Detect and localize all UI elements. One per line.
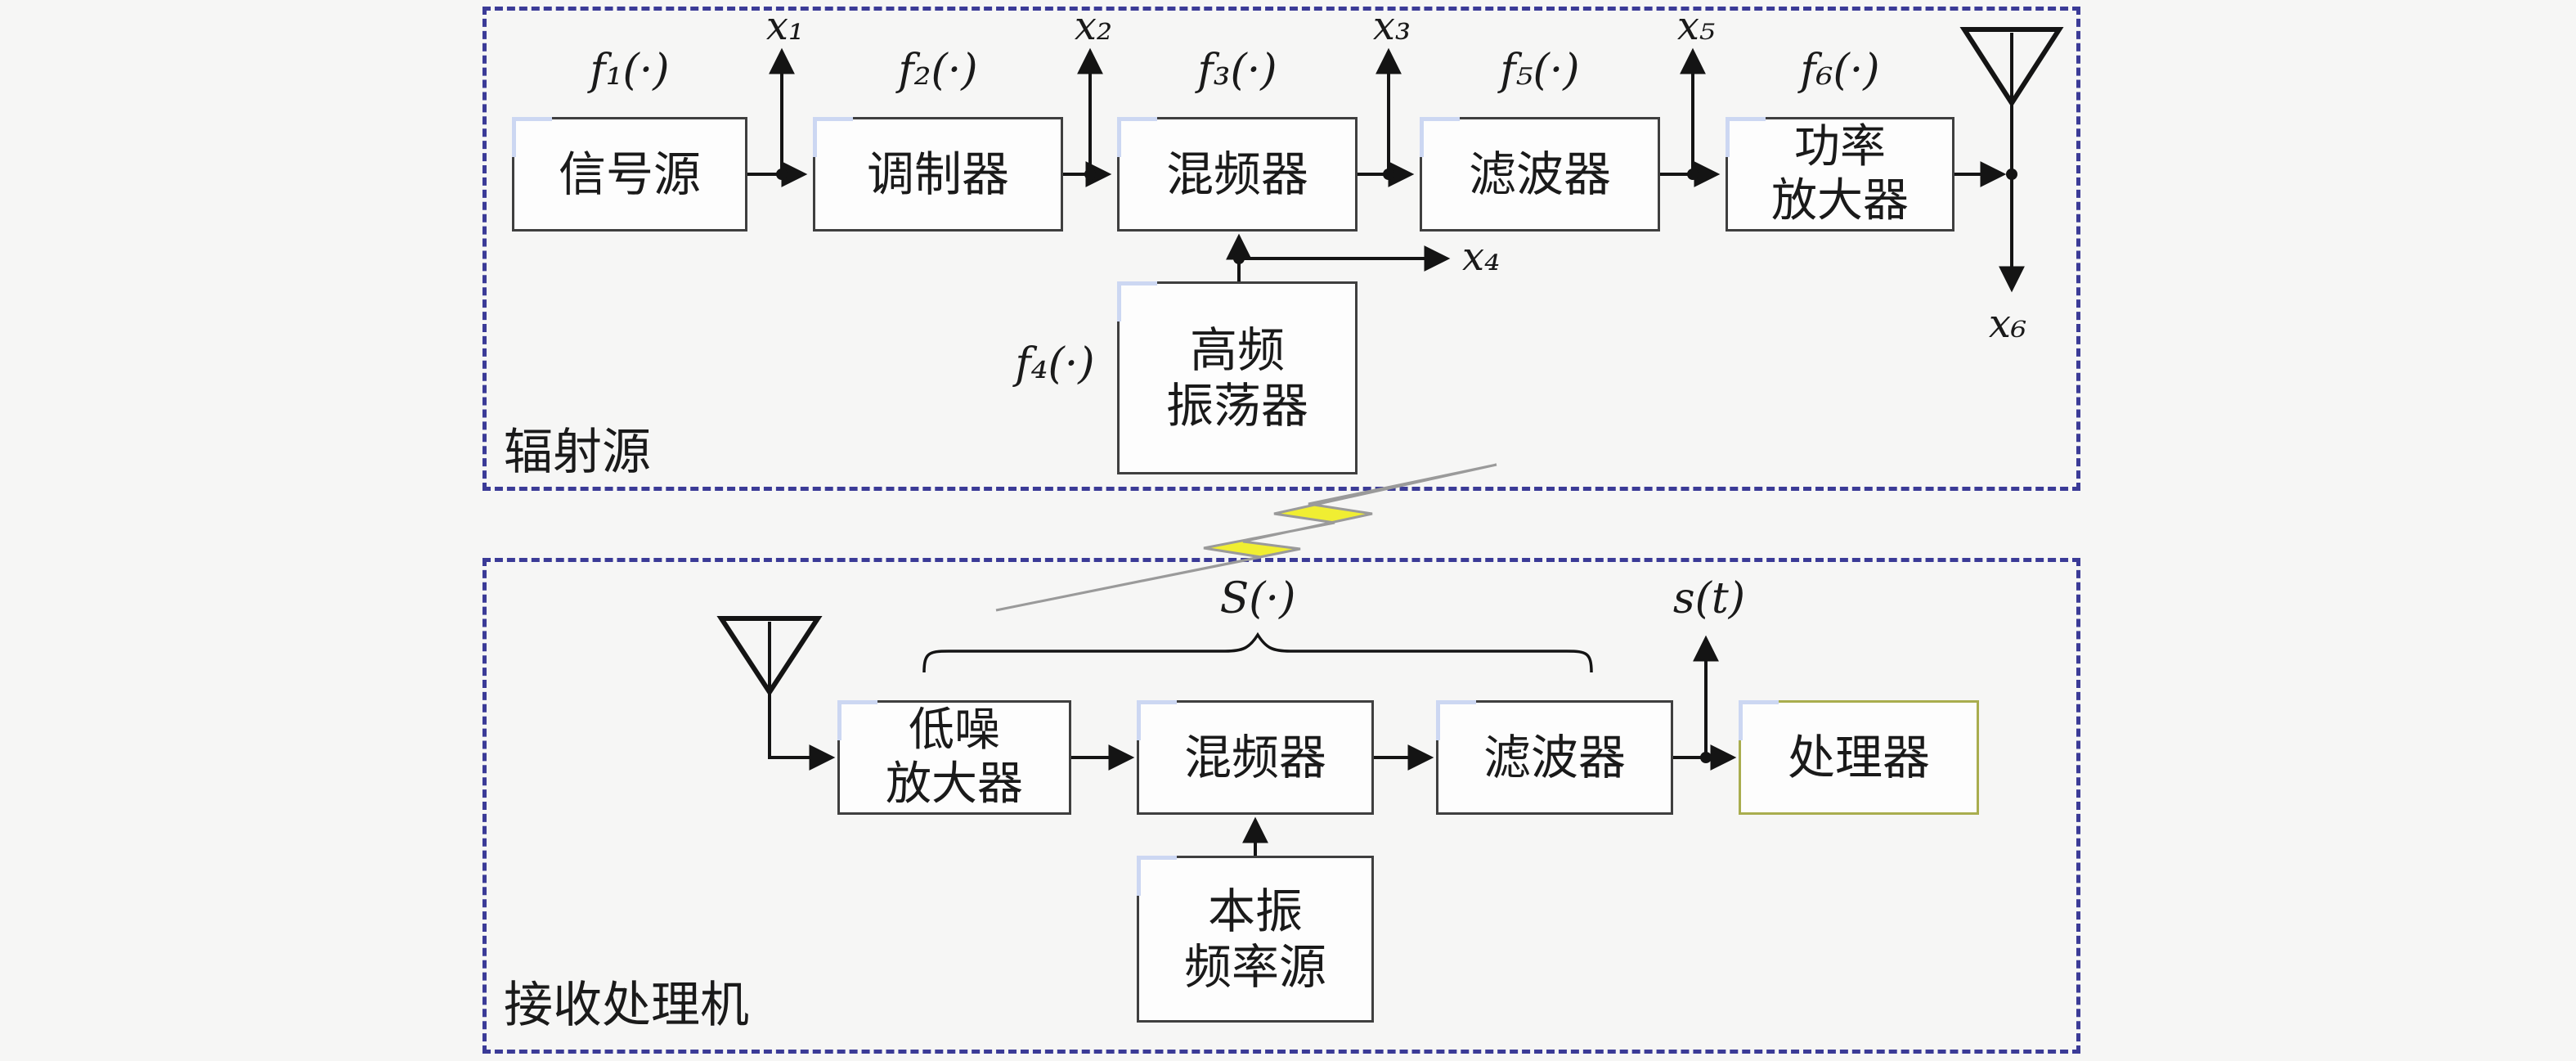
block-hf-oscillator: 高频 振荡器 — [1117, 281, 1358, 474]
block-label: 信号源 — [558, 146, 701, 202]
junction-dot-x6 — [2006, 169, 2017, 180]
section-label-receiver: 接收处理机 — [504, 977, 749, 1034]
junction-dot-x5 — [1687, 169, 1699, 180]
lightning-icon — [995, 463, 1497, 612]
block-label: 混频器 — [1165, 146, 1308, 202]
block-label: 频率源 — [1183, 939, 1326, 995]
block-label: 混频器 — [1183, 729, 1326, 785]
fn-label-f5: f₅(·) — [1500, 46, 1580, 95]
block-label: 本振 — [1207, 883, 1303, 939]
wire-antenna-to-lna — [768, 622, 836, 771]
block-mixer-tx: 混频器 — [1117, 117, 1358, 232]
fn-label-f6: f₆(·) — [1800, 46, 1880, 95]
transmitter-panel — [482, 7, 2080, 491]
junction-dot-x2 — [1084, 169, 1096, 180]
block-modulator: 调制器 — [813, 117, 1063, 232]
block-lna: 低噪 放大器 — [837, 700, 1071, 815]
brace-label: S(·) — [1219, 574, 1296, 623]
block-label: 低噪 — [909, 703, 1000, 757]
section-label-transmitter: 辐射源 — [504, 424, 651, 481]
junction-dot-x3 — [1383, 169, 1394, 180]
fn-label-f3: f₃(·) — [1197, 46, 1277, 95]
tap-label-x1: x₁ — [765, 3, 805, 49]
tap-label-x6: x₆ — [1988, 301, 2027, 347]
junction-dot-x4 — [1233, 253, 1245, 264]
block-label: 放大器 — [886, 758, 1023, 811]
block-local-oscillator: 本振 频率源 — [1137, 856, 1374, 1023]
junction-dot-x1 — [776, 169, 788, 180]
block-signal-source: 信号源 — [512, 117, 747, 232]
output-label: s(t) — [1672, 574, 1746, 623]
antenna-icon — [716, 616, 823, 697]
block-label: 调制器 — [866, 146, 1009, 202]
block-processor: 处理器 — [1739, 700, 1979, 815]
tap-label-x4: x₄ — [1462, 234, 1501, 280]
tap-label-x2: x₂ — [1074, 3, 1113, 49]
block-label: 处理器 — [1787, 729, 1930, 785]
block-label: 高频 — [1189, 321, 1285, 378]
block-label: 滤波器 — [1483, 729, 1626, 785]
fn-label-f2: f₂(·) — [898, 46, 978, 95]
block-label: 振荡器 — [1165, 378, 1308, 434]
fn-label-f1: f₁(·) — [590, 46, 670, 95]
block-label: 滤波器 — [1468, 146, 1611, 202]
block-filter-rx: 滤波器 — [1436, 700, 1673, 815]
tap-label-x5: x₅ — [1676, 3, 1716, 49]
block-label: 放大器 — [1771, 174, 1909, 227]
block-label: 功率 — [1794, 119, 1886, 173]
fn-label-f4: f₄(·) — [1015, 339, 1095, 389]
junction-dot-st — [1700, 752, 1712, 763]
tap-label-x3: x₃ — [1372, 3, 1411, 49]
block-power-amplifier: 功率 放大器 — [1726, 117, 1954, 232]
block-filter-tx: 滤波器 — [1420, 117, 1660, 232]
block-mixer-rx: 混频器 — [1137, 700, 1374, 815]
receiver-panel — [482, 558, 2080, 1054]
antenna-icon — [1959, 27, 2064, 108]
brace — [922, 632, 1593, 673]
